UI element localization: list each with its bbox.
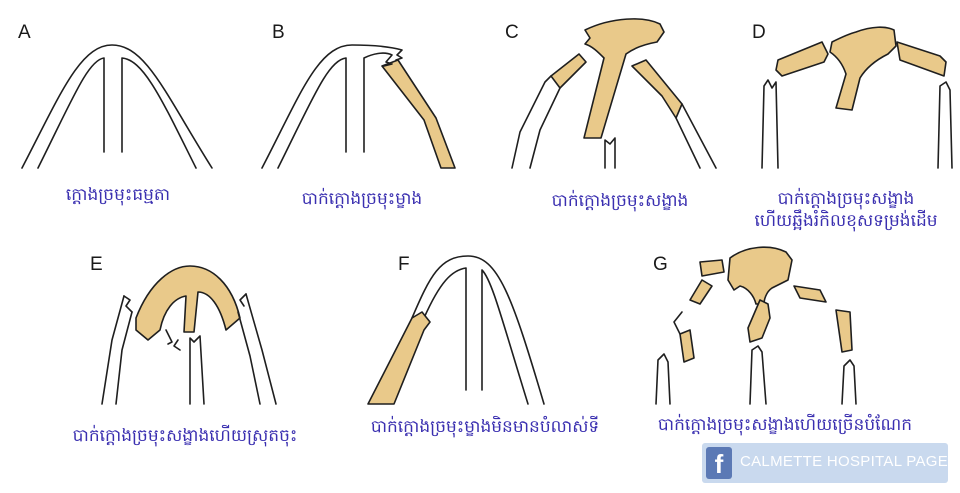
panel-c-caption: បាក់ក្តោងច្រមុះសង្ខាង <box>551 191 689 211</box>
panel-d-caption-line1: បាក់ក្តោងច្រមុះសង្ខាង <box>777 189 915 209</box>
panel-f-drawing <box>367 255 545 405</box>
watermark-text: CALMETTE HOSPITAL PAGE <box>740 453 949 470</box>
facebook-icon: f <box>706 447 732 479</box>
panel-b-letter: B <box>272 22 285 43</box>
panel-d-drawing <box>761 26 953 169</box>
panel-f-caption: បាក់ក្តោងច្រមុះម្ខាងមិនមានបំលាស់ទី <box>370 417 600 437</box>
panel-g-letter: G <box>653 254 668 275</box>
panel-d-caption-line2: ហើយឆ្អឹងរំកិលខុសទម្រង់ដើម <box>754 211 938 231</box>
panel-c-letter: C <box>505 22 519 43</box>
panel-a-letter: A <box>18 22 31 43</box>
panel-e-letter: E <box>90 254 103 275</box>
panel-g-caption: បាក់ក្តោងច្រមុះសង្ខាងហើយច្រើនបំណែក <box>657 415 913 435</box>
panel-a-drawing <box>21 44 213 169</box>
panel-b-drawing <box>261 44 456 169</box>
panel-g-drawing <box>655 246 857 405</box>
panel-c-drawing <box>511 18 717 169</box>
panel-a-caption: ក្តោងច្រមុះធម្មតា <box>65 185 171 205</box>
panel-e-drawing <box>101 265 277 405</box>
panel-b-caption: បាក់ក្តោងច្រមុះម្ខាង <box>301 189 423 209</box>
watermark-badge: f CALMETTE HOSPITAL PAGE <box>702 443 948 483</box>
panel-f-letter: F <box>398 254 410 275</box>
panel-e-caption: បាក់ក្តោងច្រមុះសង្ខាងហើយស្រុតចុះ <box>72 426 298 446</box>
panel-d-letter: D <box>752 22 766 43</box>
